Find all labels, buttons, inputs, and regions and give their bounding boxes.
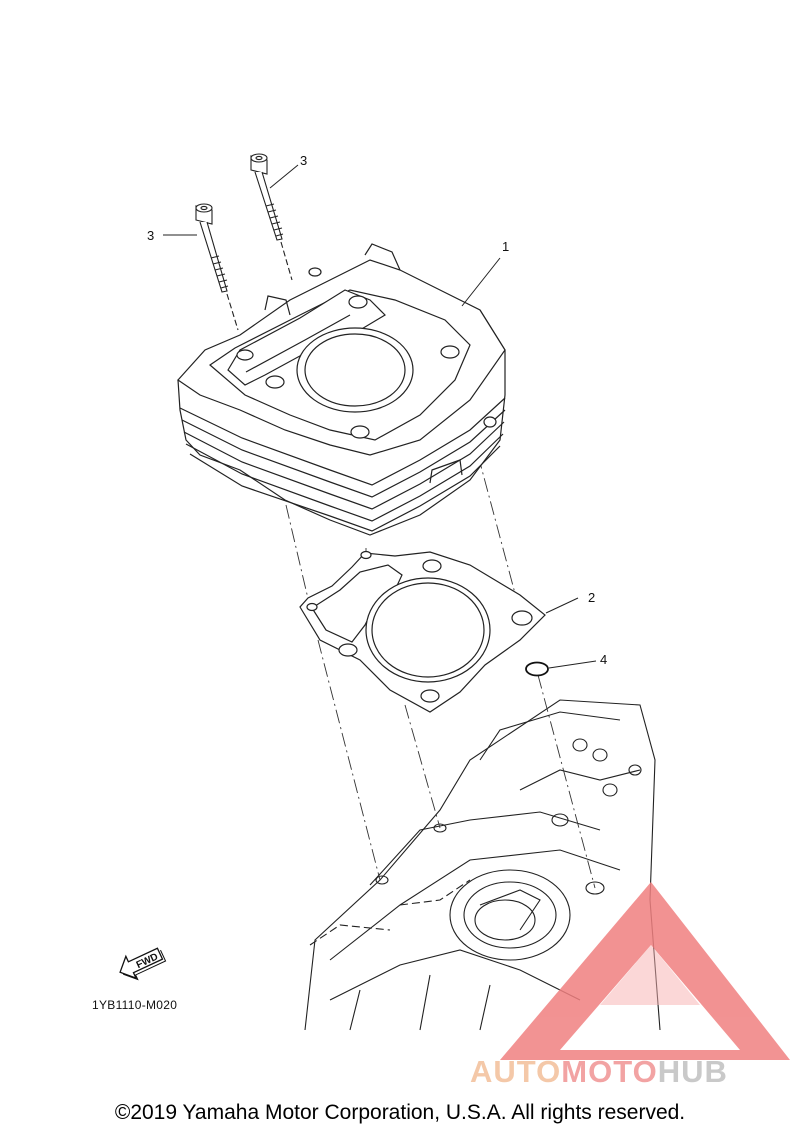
drawing-code: 1YB1110-M020: [92, 998, 178, 1012]
watermark-hub: HUB: [657, 1054, 728, 1089]
callout-1: 1: [502, 239, 509, 254]
cylinder: [177, 243, 506, 536]
callout-4: 4: [600, 652, 607, 667]
watermark-auto: AUTO: [470, 1054, 562, 1089]
watermark-logo-icon: [500, 882, 790, 1060]
crankcase: [304, 699, 661, 1031]
watermark-moto: MOTO: [561, 1054, 658, 1089]
o-ring: [525, 661, 549, 677]
callout-2: 2: [588, 590, 595, 605]
bolt-right: [250, 153, 293, 281]
copyright-notice: ©2019 Yamaha Motor Corporation, U.S.A. A…: [114, 1101, 686, 1124]
fwd-label: FWD: [135, 951, 160, 971]
callout-3-right: 3: [300, 153, 307, 168]
fwd-arrow-icon: FWD: [119, 947, 167, 981]
cylinder-gasket: [299, 550, 546, 713]
leader-lines: [163, 164, 597, 669]
bolt-left: [195, 203, 239, 331]
callout-3-left: 3: [147, 228, 154, 243]
watermark-text: AUTOMOTOHUB: [470, 1054, 728, 1090]
